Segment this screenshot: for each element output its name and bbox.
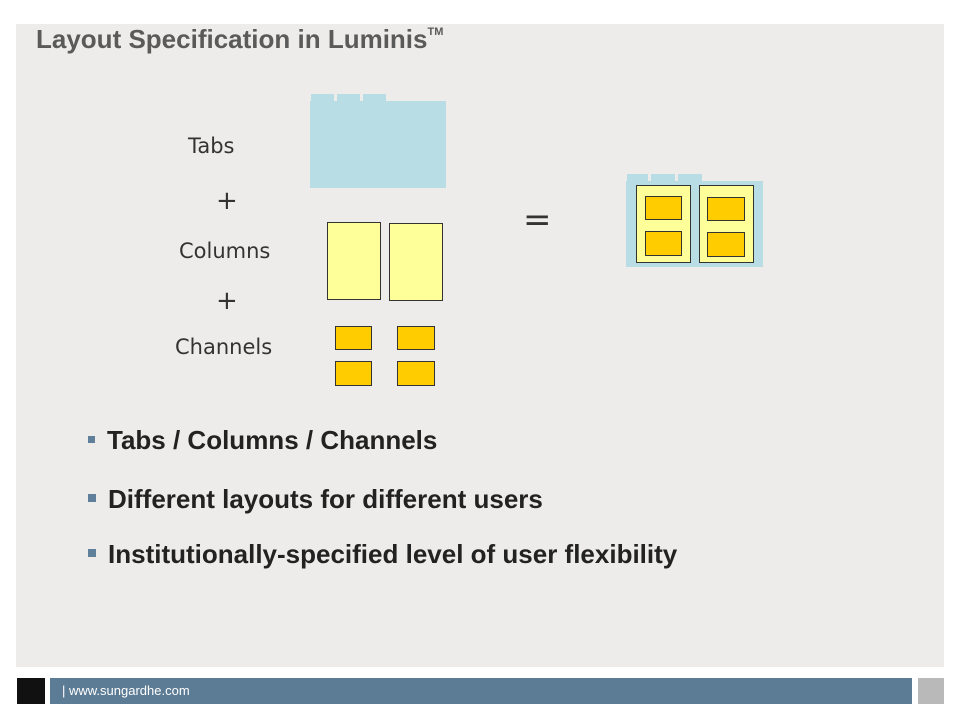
tab-nub-3 [363,94,386,104]
plus-sign-1: + [216,186,238,216]
slide-background [16,24,944,667]
column-box-2 [389,223,443,301]
tab-nub-2 [337,94,360,104]
channel-box-3 [335,361,372,386]
bullet-square-icon [88,494,96,503]
label-channels: Channels [175,335,273,359]
result-channel-4 [707,232,745,257]
bullet-text-1: Tabs / Columns / Channels [107,425,438,455]
result-channel-2 [707,197,745,221]
column-box-1 [327,222,381,300]
footer-url: | www.sungardhe.com [62,683,190,698]
channel-box-4 [397,361,435,386]
bullet-item-3: Institutionally-specified level of user … [88,539,677,570]
result-channel-1 [645,196,682,220]
bullet-square-icon [88,549,96,558]
footer-bar: | www.sungardhe.com [50,678,912,704]
slide-title: Layout Specification in LuminisTM [36,24,443,55]
trademark-mark: TM [427,26,444,38]
result-channel-3 [645,231,682,256]
bullet-text-2: Different layouts for different users [108,484,543,514]
bullet-item-2: Different layouts for different users [88,484,543,515]
bullet-square-icon [88,435,95,443]
bullet-item-1: Tabs / Columns / Channels [88,425,437,456]
title-text: Layout Specification in Luminis [36,24,428,54]
label-tabs: Tabs [188,134,235,158]
result-tab-nub-1 [627,174,648,184]
channel-box-1 [335,326,372,350]
label-columns: Columns [179,239,271,263]
footer-black-block [17,678,45,704]
channel-box-2 [397,326,435,350]
result-tab-nub-3 [678,174,702,184]
result-tab-nub-2 [651,174,675,184]
equals-sign: = [523,200,552,240]
bullet-text-3: Institutionally-specified level of user … [108,539,678,569]
tab-nub-1 [311,94,334,104]
footer-grey-block [918,678,944,704]
plus-sign-2: + [216,286,238,316]
tab-panel [310,101,446,188]
